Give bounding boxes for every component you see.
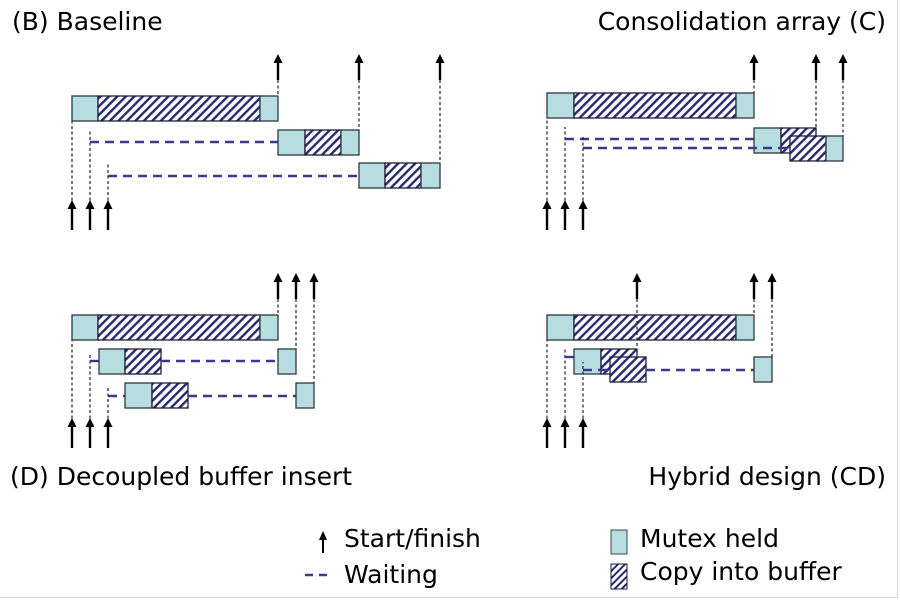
- finish-arrow-icon: [435, 54, 445, 80]
- start-arrow-icon: [542, 200, 552, 230]
- start-arrow-icon: [560, 418, 570, 448]
- legend-item-copy-into-buffer: Copy into buffer: [610, 557, 843, 590]
- copy-into-buffer-segment: [573, 314, 737, 341]
- panel-title-baseline: (B) Baseline: [12, 7, 163, 36]
- finish-arrow-icon: [273, 273, 283, 299]
- copy-into-buffer-segment: [573, 92, 737, 119]
- finish-arrow-icon: [749, 273, 759, 299]
- start-arrow-icon: [103, 200, 113, 230]
- mutex-held-segment: [259, 314, 279, 341]
- mutex-held-segment: [98, 348, 126, 375]
- mutex-held-segment: [340, 129, 360, 156]
- legend-label-copy-into-buffer: Copy into buffer: [640, 557, 843, 586]
- copy-into-buffer-segment: [124, 348, 162, 375]
- copy-into-buffer-segment: [789, 135, 827, 162]
- panel-decoupled: [67, 273, 319, 448]
- finish-arrow-icon: [309, 273, 319, 299]
- finish-arrow-icon: [838, 54, 848, 80]
- start-arrow-icon: [542, 418, 552, 448]
- panel-title-consolidation: Consolidation array (C): [598, 7, 886, 36]
- mutex-held-segment: [124, 382, 153, 409]
- panel-title-decoupled: (D) Decoupled buffer insert: [10, 462, 352, 491]
- panel-title-hybrid: Hybrid design (CD): [648, 462, 886, 491]
- mutex-held-segment: [295, 382, 315, 409]
- thread-1: [67, 273, 283, 448]
- hatched-box-icon: [610, 563, 628, 590]
- mutex-held-segment: [71, 95, 99, 122]
- legend: Start/finish Waiting Mutex held Copy int…: [305, 524, 843, 590]
- legend-label-waiting: Waiting: [344, 560, 438, 589]
- thread-2: [85, 273, 301, 448]
- start-arrow-icon: [560, 200, 570, 230]
- mutex-held-segment: [420, 162, 441, 189]
- start-arrow-icon: [103, 418, 113, 448]
- legend-label-mutex-held: Mutex held: [640, 524, 779, 553]
- legend-label-start-finish: Start/finish: [344, 524, 481, 553]
- finish-arrow-icon: [767, 273, 777, 299]
- finish-arrow-icon: [811, 54, 821, 80]
- copy-into-buffer-segment: [304, 129, 342, 156]
- finish-arrow-icon: [749, 54, 759, 80]
- thread-1: [67, 54, 283, 230]
- thread-2: [85, 54, 364, 230]
- mutex-box-icon: [610, 529, 628, 555]
- mutex-held-segment: [735, 314, 755, 341]
- mutex-held-segment: [735, 92, 755, 119]
- legend-item-mutex-held: Mutex held: [610, 524, 779, 555]
- thread-3: [578, 273, 777, 448]
- thread-2: [560, 54, 821, 230]
- finish-arrow-icon: [354, 54, 364, 80]
- mutex-held-segment: [753, 127, 782, 154]
- start-arrow-icon: [67, 418, 77, 448]
- copy-into-buffer-segment: [384, 162, 422, 189]
- start-arrow-icon: [85, 200, 95, 230]
- mutex-held-segment: [277, 348, 297, 375]
- mutex-held-segment: [546, 92, 575, 119]
- mutex-held-segment: [546, 314, 575, 341]
- mutex-held-segment: [71, 314, 99, 341]
- legend-item-start-finish: Start/finish: [319, 524, 481, 553]
- copy-into-buffer-segment: [151, 382, 189, 409]
- finish-arrow-icon: [632, 273, 642, 299]
- mutex-held-segment: [753, 356, 773, 383]
- panel-hybrid: [542, 273, 777, 448]
- legend-item-waiting: Waiting: [305, 560, 438, 589]
- start-arrow-icon: [578, 200, 588, 230]
- start-arrow-icon: [85, 418, 95, 448]
- finish-arrow-icon: [273, 54, 283, 80]
- up-arrow-icon: [319, 531, 327, 553]
- mutex-held-segment: [825, 135, 844, 162]
- mutex-held-segment: [259, 95, 279, 122]
- panel-consolidation: [542, 54, 848, 230]
- start-arrow-icon: [578, 418, 588, 448]
- panel-baseline: [67, 54, 445, 230]
- copy-into-buffer-segment: [609, 356, 647, 383]
- mutex-held-segment: [358, 162, 386, 189]
- thread-3: [103, 273, 319, 448]
- copy-into-buffer-segment: [97, 314, 261, 341]
- mutex-held-segment: [277, 129, 306, 156]
- thread-3: [578, 54, 848, 230]
- start-arrow-icon: [67, 200, 77, 230]
- copy-into-buffer-segment: [97, 95, 261, 122]
- finish-arrow-icon: [291, 273, 301, 299]
- thread-1: [542, 54, 759, 230]
- thread-3: [103, 54, 445, 230]
- thread-1: [542, 273, 759, 448]
